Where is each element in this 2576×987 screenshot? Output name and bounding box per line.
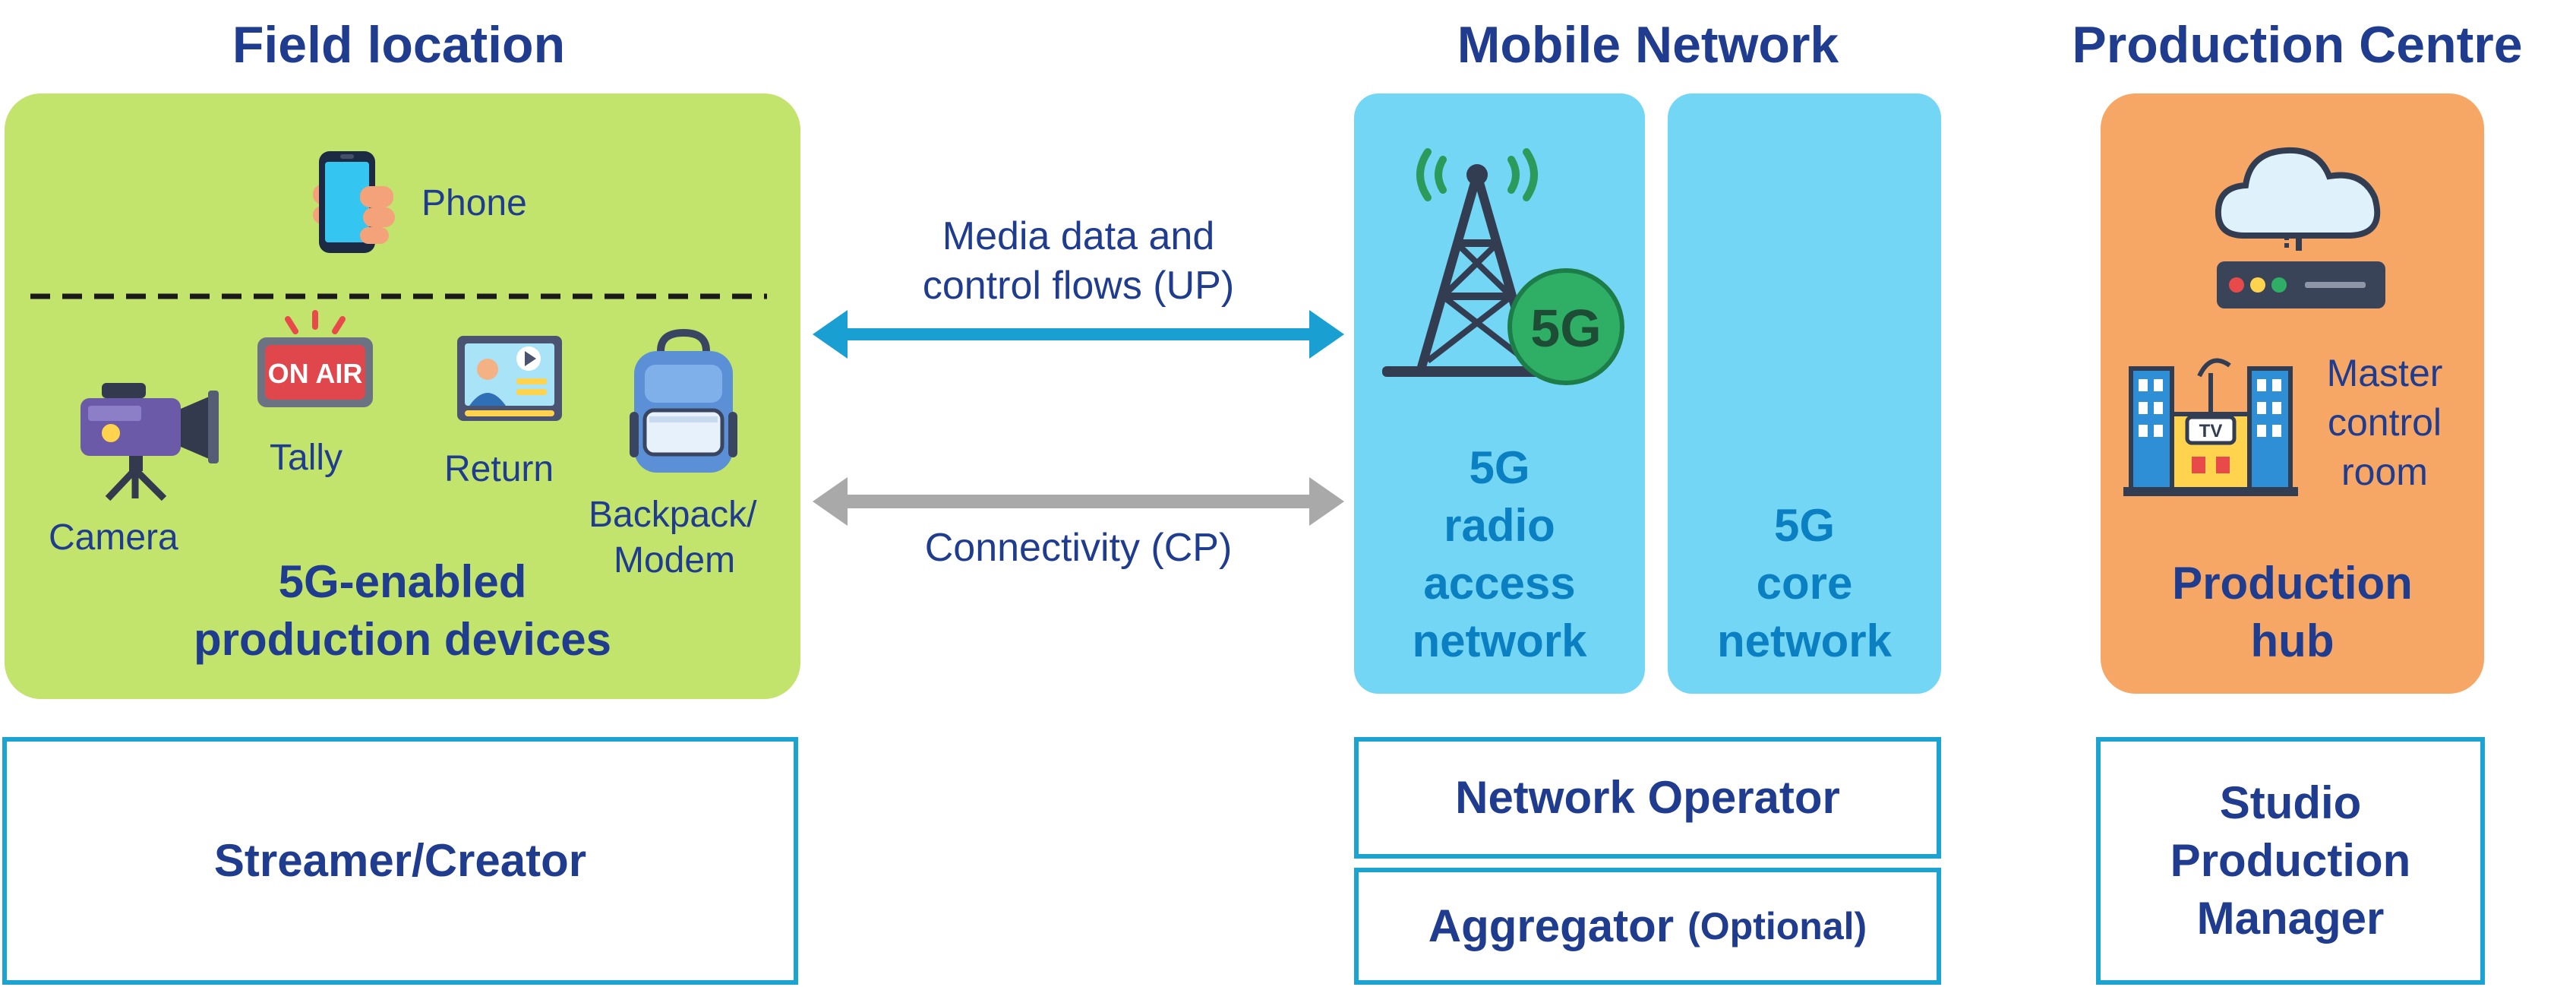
on-air-text: ON AIR — [268, 358, 363, 389]
backpack-icon — [630, 328, 737, 473]
studio-manager-box: Studio Production Manager — [2096, 737, 2485, 985]
tv-sign-text: TV — [2199, 421, 2223, 441]
mcr-label-1: Master — [2326, 352, 2443, 394]
studio-label-1: Studio — [2219, 777, 2362, 828]
cloud-icon — [2215, 147, 2381, 251]
aggregator-label: Aggregator — [1428, 900, 1675, 951]
hub-label-1: Production — [2172, 558, 2413, 609]
aggregator-box: Aggregator (Optional) — [1354, 868, 1941, 985]
core-label-1: 5G — [1773, 500, 1836, 551]
camera-label: Camera — [49, 517, 178, 558]
phone-icon — [313, 151, 395, 253]
studio-label-3: Manager — [2196, 893, 2385, 944]
core-panel — [1668, 93, 1941, 694]
ran-panel — [1354, 93, 1645, 694]
up-flow-label-line2: control flows (UP) — [922, 264, 1235, 308]
core-label-2: core — [1756, 558, 1853, 609]
tally-label: Tally — [270, 438, 343, 478]
field-group-label-line1: 5G-enabled — [278, 556, 527, 607]
streamer-creator-label: Streamer/Creator — [213, 835, 587, 886]
studio-label-2: Production — [2170, 835, 2411, 886]
camera-icon — [80, 383, 219, 501]
divider-dashed — [30, 293, 767, 299]
title-production-centre: Production Centre — [2072, 16, 2523, 74]
field-group-label-line2: production devices — [193, 614, 612, 665]
ran-label-2: radio — [1444, 500, 1555, 551]
return-icon — [457, 336, 562, 421]
return-label: Return — [444, 449, 554, 489]
backpack-label-line1: Backpack/ — [589, 495, 757, 535]
ran-label-4: network — [1412, 615, 1587, 666]
ran-label-1: 5G — [1469, 442, 1530, 493]
cp-flow-arrow — [813, 477, 1344, 526]
cell-tower-icon: 5G — [1382, 148, 1624, 385]
up-flow-arrow — [813, 310, 1344, 359]
phone-label: Phone — [421, 183, 527, 223]
streamer-creator-box: Streamer/Creator — [2, 737, 798, 985]
title-mobile-network: Mobile Network — [1457, 16, 1839, 74]
ran-label-3: access — [1423, 558, 1576, 609]
mcr-label-3: room — [2341, 451, 2428, 493]
network-operator-box: Network Operator — [1354, 737, 1941, 859]
hub-label-2: hub — [2250, 615, 2334, 666]
backpack-label-line2: Modem — [614, 540, 736, 580]
core-label-3: network — [1716, 615, 1893, 666]
network-operator-label: Network Operator — [1455, 772, 1840, 823]
mcr-label-2: control — [2327, 401, 2442, 444]
tower-5g-badge: 5G — [1530, 299, 1601, 358]
router-icon — [2217, 261, 2385, 308]
up-flow-label-line1: Media data and — [942, 214, 1215, 258]
aggregator-optional-note: (Optional) — [1687, 905, 1867, 947]
cp-flow-label: Connectivity (CP) — [924, 526, 1233, 570]
title-field-location: Field location — [232, 16, 566, 74]
on-air-icon: ON AIR — [257, 310, 373, 407]
tv-station-icon: TV — [2123, 358, 2298, 496]
